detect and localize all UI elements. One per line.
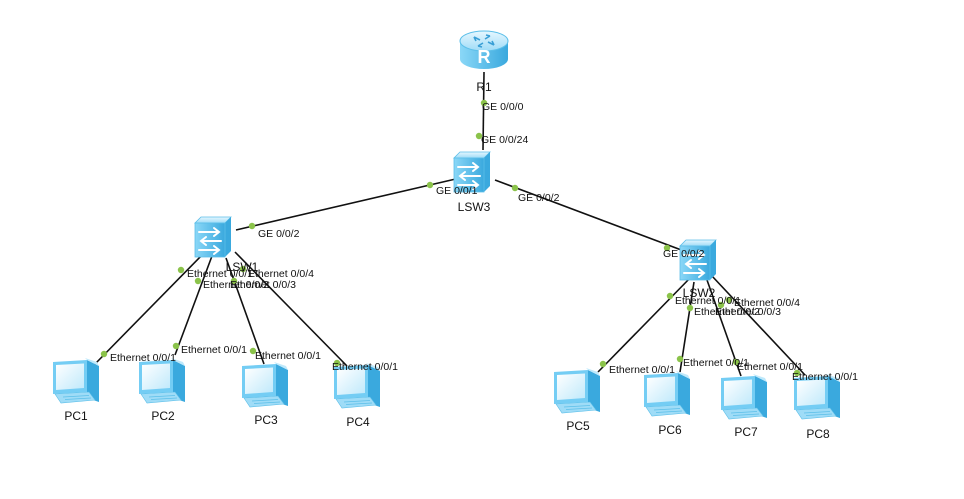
port-dot-lsw3-lsw2-from[interactable] <box>511 184 519 192</box>
port-label-lsw2-pc5-from: Ethernet 0/0/1 <box>675 295 741 307</box>
device-label-pc3: PC3 <box>254 413 278 427</box>
link-lsw2-pc8[interactable] <box>711 275 806 376</box>
port-dot-lsw1-pc1-to[interactable] <box>100 350 108 358</box>
pc-icon <box>241 361 289 408</box>
port-label-lsw1-pc1-from: Ethernet 0/0/1 <box>187 268 253 280</box>
port-dot-lsw1-pc2-to[interactable] <box>172 342 180 350</box>
port-dots-layer <box>100 99 801 377</box>
device-pc2[interactable]: PC2 <box>138 357 186 423</box>
pc-icon <box>720 373 768 420</box>
device-pc3[interactable]: PC3 <box>241 361 289 427</box>
port-label-lsw1-pc4-from: Ethernet 0/0/4 <box>248 268 314 280</box>
port-dot-lsw1-pc1-from[interactable] <box>177 266 185 274</box>
port-label-lsw1-pc4-to: Ethernet 0/0/1 <box>332 361 398 373</box>
port-dot-lsw3-lsw1-from[interactable] <box>426 181 434 189</box>
device-label-lsw1: LSW1 <box>226 260 259 274</box>
device-lsw1[interactable]: LSW1 <box>194 216 259 274</box>
port-label-r1-lsw3-to: GE 0/0/24 <box>481 134 528 146</box>
device-r1[interactable]: R1 <box>459 30 509 94</box>
link-lsw1-pc3[interactable] <box>225 257 265 365</box>
router-icon <box>459 30 509 70</box>
port-label-lsw1-pc3-to: Ethernet 0/0/1 <box>255 350 321 362</box>
pc-icon <box>52 357 100 404</box>
device-pc5[interactable]: PC5 <box>553 367 601 433</box>
device-label-lsw2: LSW2 <box>683 286 716 300</box>
port-label-lsw1-pc1-to: Ethernet 0/0/1 <box>110 352 176 364</box>
port-dot-lsw2-pc5-from[interactable] <box>666 292 674 300</box>
port-label-lsw2-pc6-from: Ethernet 0/0/2 <box>694 306 760 318</box>
port-label-lsw3-lsw1-from: GE 0/0/1 <box>436 185 478 197</box>
port-dot-lsw2-pc8-to[interactable] <box>793 369 801 377</box>
port-label-lsw2-pc7-from: Ethernet 0/0/3 <box>715 306 781 318</box>
port-dot-lsw1-pc2-from[interactable] <box>194 277 202 285</box>
port-dot-lsw2-pc7-from[interactable] <box>717 301 725 309</box>
port-label-lsw2-pc8-from: Ethernet 0/0/4 <box>734 297 800 309</box>
port-labels-layer: GE 0/0/0 GE 0/0/24 GE 0/0/1 GE 0/0/2 GE 0/0/… <box>110 101 858 383</box>
switch-icon <box>679 239 717 281</box>
port-label-lsw2-pc8-to: Ethernet 0/0/1 <box>792 371 858 383</box>
device-pc4[interactable]: PC4 <box>333 362 381 429</box>
port-dot-lsw1-pc4-to[interactable] <box>333 359 341 367</box>
link-lsw1-pc4[interactable] <box>234 251 348 367</box>
port-dot-lsw3-lsw1-to[interactable] <box>248 222 256 230</box>
device-label-pc8: PC8 <box>806 427 830 441</box>
port-label-lsw1-pc2-from: Ethernet 0/0/2 <box>203 279 269 291</box>
port-label-lsw2-pc5-to: Ethernet 0/0/1 <box>609 364 675 376</box>
port-label-lsw3-lsw2-from: GE 0/0/2 <box>518 192 560 204</box>
link-lsw1-pc2[interactable] <box>174 255 213 356</box>
device-pc1[interactable]: PC1 <box>52 357 100 423</box>
link-lsw1-pc1[interactable] <box>94 251 206 365</box>
device-pc7[interactable]: PC7 <box>720 373 768 439</box>
port-dot-lsw3-lsw2-to[interactable] <box>663 244 671 252</box>
port-label-r1-lsw3-from: GE 0/0/0 <box>482 101 524 113</box>
port-dot-lsw2-pc8-from[interactable] <box>725 296 733 304</box>
port-dot-lsw2-pc6-to[interactable] <box>676 355 684 363</box>
port-dot-r1-lsw3-to[interactable] <box>475 132 483 140</box>
link-lsw3-lsw1[interactable] <box>235 177 461 231</box>
port-dot-r1-lsw3-from[interactable] <box>480 99 488 107</box>
port-label-lsw3-lsw1-to: GE 0/0/2 <box>258 228 300 240</box>
link-lsw3-lsw2[interactable] <box>494 179 693 255</box>
device-label-r1: R1 <box>476 80 492 94</box>
port-dot-lsw1-pc4-from[interactable] <box>239 265 247 273</box>
device-label-pc7: PC7 <box>734 425 758 439</box>
pc-icon <box>553 367 601 414</box>
device-pc8[interactable]: PC8 <box>793 373 841 441</box>
device-lsw3[interactable]: LSW3 <box>453 151 491 214</box>
port-dot-lsw2-pc7-to[interactable] <box>732 358 740 366</box>
device-label-pc4: PC4 <box>346 415 370 429</box>
port-label-lsw2-pc6-to: Ethernet 0/0/1 <box>683 357 749 369</box>
device-label-lsw3: LSW3 <box>458 200 491 214</box>
device-pc6[interactable]: PC6 <box>643 370 691 437</box>
link-lsw2-pc5[interactable] <box>597 275 693 373</box>
port-dot-lsw2-pc6-from[interactable] <box>686 304 694 312</box>
pc-icon <box>138 357 186 404</box>
links-layer <box>94 71 806 377</box>
port-label-lsw1-pc3-from: Ethernet 0/0/3 <box>230 279 296 291</box>
pc-icon <box>643 370 691 417</box>
device-lsw2[interactable]: LSW2 <box>679 239 717 300</box>
link-r1-lsw3[interactable] <box>482 71 485 151</box>
device-label-pc2: PC2 <box>151 409 175 423</box>
device-label-pc5: PC5 <box>566 419 590 433</box>
port-label-lsw3-lsw2-to: GE 0/0/2 <box>663 248 705 260</box>
port-label-lsw2-pc7-to: Ethernet 0/0/1 <box>737 361 803 373</box>
port-dot-lsw1-pc3-from[interactable] <box>230 277 238 285</box>
device-label-pc1: PC1 <box>64 409 88 423</box>
port-dot-lsw2-pc5-to[interactable] <box>599 360 607 368</box>
switch-icon <box>194 216 232 258</box>
port-dot-lsw1-pc3-to[interactable] <box>249 347 257 355</box>
device-label-pc6: PC6 <box>658 423 682 437</box>
port-label-lsw1-pc2-to: Ethernet 0/0/1 <box>181 344 247 356</box>
